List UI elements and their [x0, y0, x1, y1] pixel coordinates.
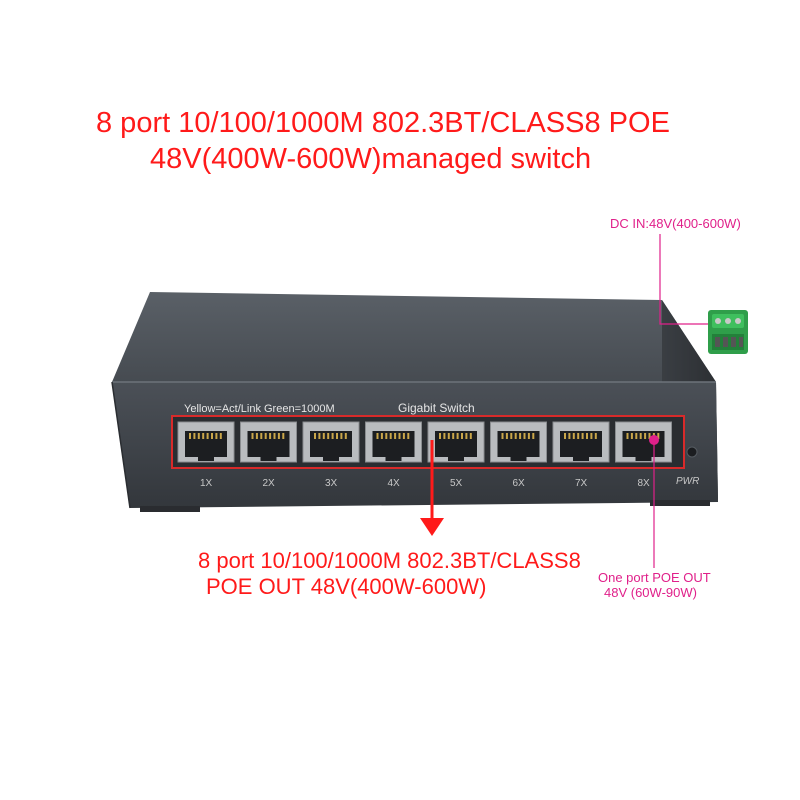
- led-legend: Yellow=Act/Link Green=1000M: [184, 403, 335, 415]
- brand-label: Gigabit Switch: [398, 401, 475, 415]
- rj45-port-4x[interactable]: [365, 421, 422, 463]
- rj45-port-6x[interactable]: [490, 421, 547, 463]
- rj45-port-2x[interactable]: [240, 421, 297, 463]
- rj45-port-5x[interactable]: [427, 421, 485, 463]
- port-label: 1X: [200, 478, 213, 489]
- switch-foot-right: [650, 500, 710, 506]
- dc-in-leader-line: [659, 234, 712, 325]
- headline-line-1: 8 port 10/100/1000M 802.3BT/CLASS8 POE: [96, 107, 670, 139]
- port-labels: 1X 2X 3X 4X 5X 6X 7X 8X: [200, 478, 650, 489]
- poe-out-arrow-head: [420, 518, 444, 536]
- switch-foot-left: [140, 506, 200, 512]
- poe-out-line-1: 8 port 10/100/1000M 802.3BT/CLASS8: [198, 548, 581, 573]
- one-port-line-2: 48V (60W-90W): [604, 585, 697, 600]
- rj45-port-3x[interactable]: [302, 421, 360, 463]
- port-label: 6X: [513, 478, 526, 489]
- rj45-port-1x[interactable]: [177, 421, 235, 463]
- port-label: 7X: [575, 478, 588, 489]
- switch-top-face: [112, 292, 716, 382]
- pwr-label: PWR: [676, 476, 699, 487]
- dc-terminal-block: [708, 310, 748, 354]
- port-label: 2X: [263, 478, 276, 489]
- port-label: 5X: [450, 478, 463, 489]
- rj45-ports: [177, 421, 672, 463]
- rj45-port-8x[interactable]: [615, 421, 672, 463]
- switch-left-edge: [111, 381, 131, 509]
- rj45-port-7x[interactable]: [552, 421, 610, 463]
- dc-in-label: DC IN:48V(400-600W): [610, 216, 741, 231]
- one-port-line-1: One port POE OUT: [598, 570, 711, 585]
- power-led: [686, 446, 698, 458]
- port-label: 4X: [388, 478, 401, 489]
- port-label: 3X: [325, 478, 338, 489]
- port-label: 8X: [638, 478, 651, 489]
- headline-line-2: 48V(400W-600W)managed switch: [150, 143, 592, 175]
- poe-out-line-2: POE OUT 48V(400W-600W): [206, 574, 487, 599]
